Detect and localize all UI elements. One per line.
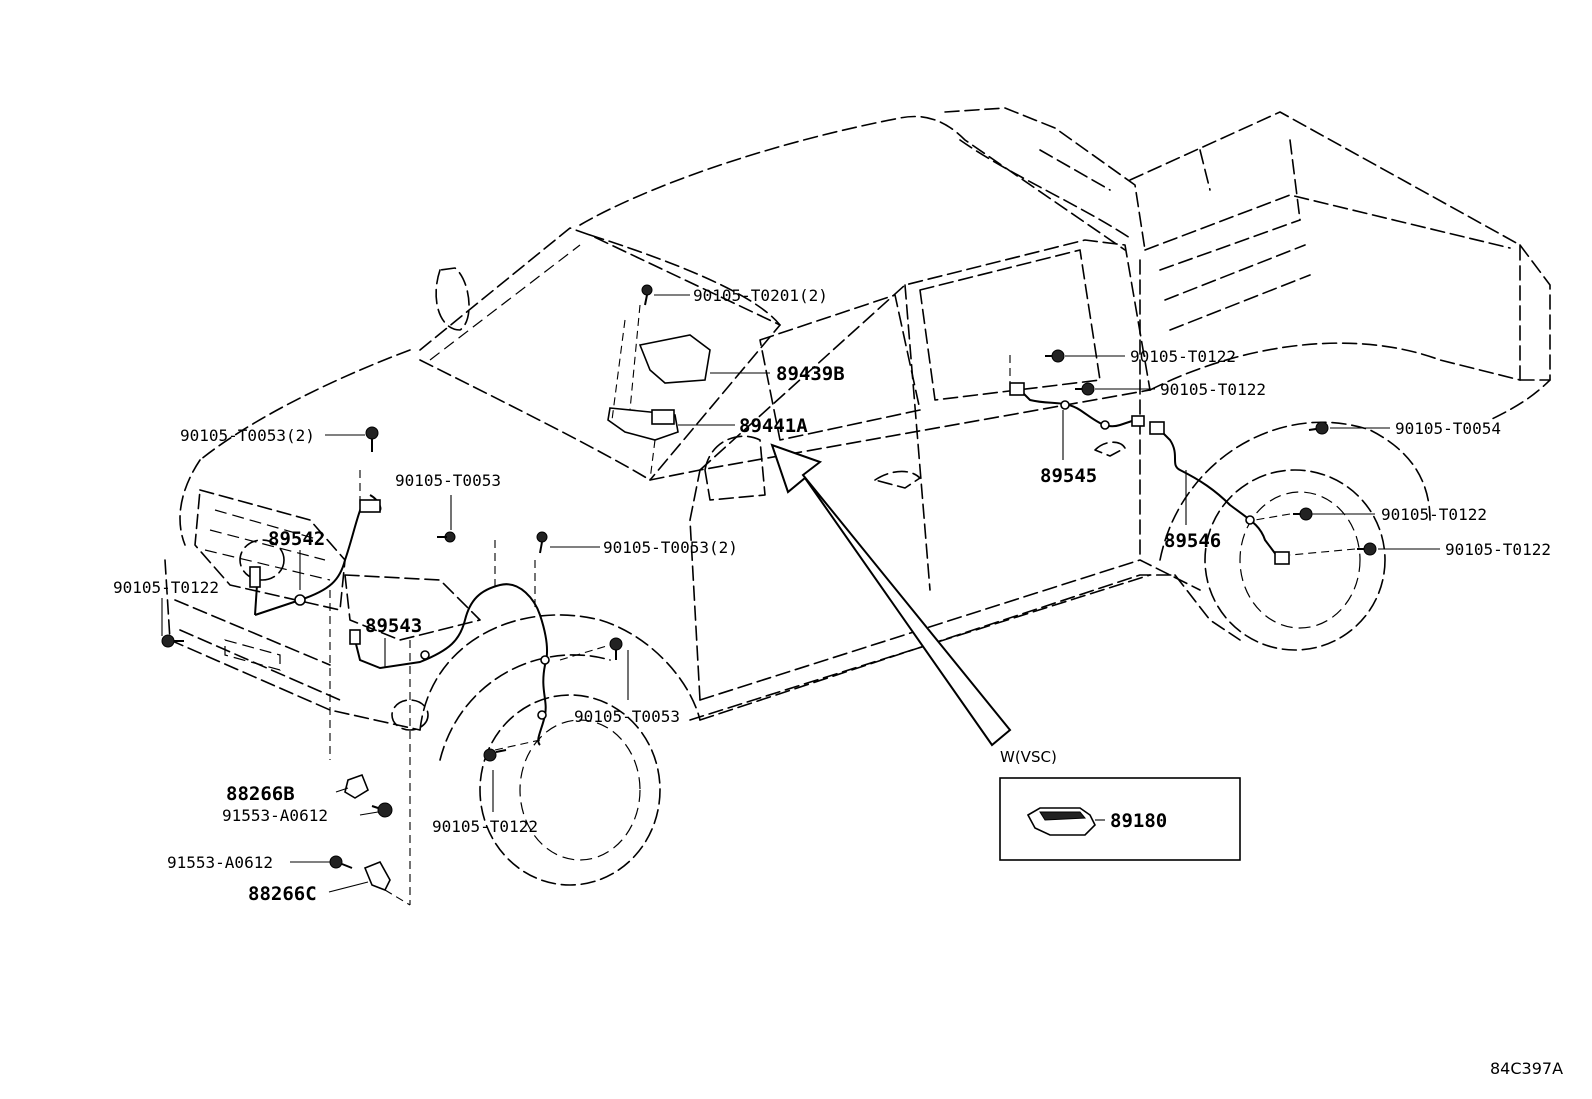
label-89545: 89545: [1040, 465, 1097, 487]
label-88266B: 88266B: [226, 783, 295, 805]
label-90105-T0201: 90105-T0201(2): [693, 286, 828, 305]
label-90105-T0053-b: 90105-T0053: [574, 707, 680, 726]
label-90105-T0122-r2: 90105-T0122: [1160, 380, 1266, 399]
bolt-icon: [641, 284, 653, 306]
label-89441A: 89441A: [739, 415, 808, 437]
label-89543: 89543: [365, 615, 422, 637]
label-90105-T0053-2-mid: 90105-T0053(2): [603, 538, 738, 557]
bolt-icon: [1045, 349, 1065, 363]
location-arrow-icon: [770, 443, 1012, 747]
bolt-icon: [1308, 421, 1329, 435]
label-90105-T0122-r4: 90105-T0122: [1445, 540, 1551, 559]
bolt-icon: [371, 802, 393, 818]
wire-89545: [1019, 389, 1136, 428]
wire-89542: [254, 494, 382, 616]
bolt-icon: [483, 748, 507, 762]
parts-layer: [161, 284, 1377, 906]
label-90105-T0122-r1: 90105-T0122: [1130, 347, 1236, 366]
part-88266C: [363, 860, 391, 892]
label-90105-T0122-r3: 90105-T0122: [1381, 505, 1487, 524]
label-90105-T0122-wheel: 90105-T0122: [432, 817, 538, 836]
bolt-icon: [1357, 542, 1377, 556]
wire-89543: [354, 583, 549, 746]
label-89546: 89546: [1164, 530, 1221, 552]
part-88266B: [344, 773, 369, 799]
label-90105-T0053-a: 90105-T0053: [395, 471, 501, 490]
label-91553-A0612-b: 91553-A0612: [167, 853, 273, 872]
bolt-icon: [161, 634, 184, 648]
label-89542: 89542: [268, 528, 325, 550]
label-90105-T0054: 90105-T0054: [1395, 419, 1501, 438]
label-91553-A0612-a: 91553-A0612: [222, 806, 328, 825]
wire-89546: [1159, 429, 1281, 561]
part-89439B: [638, 334, 711, 384]
part-labels: 90105-T0201(2) 89439B 89441A 90105-T0053…: [113, 286, 1563, 1078]
bolt-icon: [365, 426, 379, 452]
inset-w-vsc: W(VSC): [999, 748, 1241, 861]
bolt-icon: [1293, 507, 1313, 521]
inset-caption: W(VSC): [1000, 748, 1057, 766]
label-88266C: 88266C: [248, 883, 317, 905]
bolt-icon: [536, 531, 548, 554]
label-89439B: 89439B: [776, 363, 845, 385]
leader-lines: [161, 294, 1440, 893]
label-90105-T0122-left: 90105-T0122: [113, 578, 219, 597]
vehicle-outline: [164, 107, 1551, 886]
label-89180: 89180: [1110, 810, 1167, 832]
label-90105-T0053-2-left: 90105-T0053(2): [180, 426, 315, 445]
bolt-icon: [437, 531, 456, 543]
bolt-icon: [609, 637, 623, 660]
bolt-icon: [329, 855, 353, 869]
diagram-id: 84C397A: [1490, 1059, 1563, 1078]
bolt-icon: [1075, 382, 1095, 396]
